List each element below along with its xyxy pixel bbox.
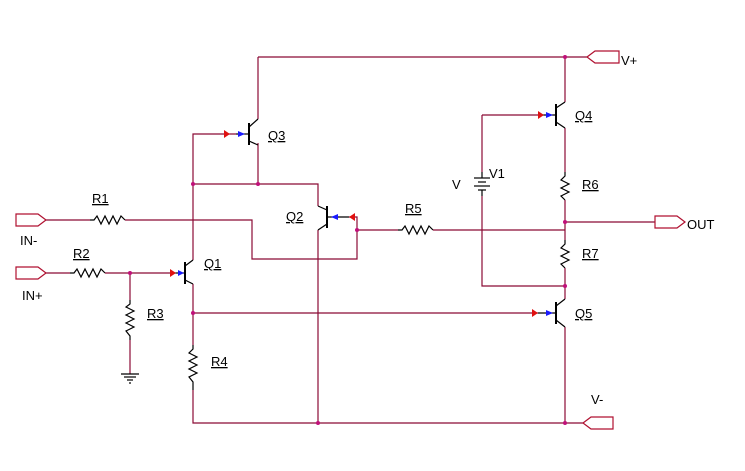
- junction-dot: [563, 220, 567, 224]
- resistor-r5[interactable]: R5: [398, 201, 434, 236]
- junction-dot: [563, 55, 567, 59]
- transistor-q2[interactable]: Q2: [286, 205, 355, 231]
- resistor-r4[interactable]: R4: [187, 345, 228, 390]
- source-value-label: V: [452, 177, 461, 192]
- wire-v1-bottom: [481, 196, 565, 287]
- port-vminus[interactable]: V-: [582, 392, 614, 430]
- wire-q3-base: [192, 133, 236, 184]
- resistor-label-r1: R1: [92, 191, 109, 206]
- resistor-label-r5: R5: [405, 201, 422, 216]
- port-label-in-plus: IN+: [22, 288, 43, 303]
- resistor-r2[interactable]: R2: [70, 246, 106, 279]
- junction-dot: [563, 284, 567, 288]
- junction-dot: [191, 311, 195, 315]
- junction-dot: [191, 182, 195, 186]
- resistor-r1[interactable]: R1: [90, 191, 126, 226]
- voltage-source-v1[interactable]: V V1: [452, 166, 505, 196]
- wires: [46, 56, 655, 424]
- transistor-label-q5: Q5: [575, 306, 592, 321]
- junction-dot: [316, 421, 320, 425]
- resistor-label-r2: R2: [73, 246, 90, 261]
- transistor-label-q4: Q4: [575, 108, 592, 123]
- junction-dot: [256, 182, 260, 186]
- ground-icon: [121, 373, 139, 384]
- port-label-vminus: V-: [591, 392, 603, 407]
- wire-node-a: [193, 183, 319, 206]
- transistor-q4[interactable]: Q4: [538, 101, 592, 129]
- source-name-label: V1: [489, 166, 505, 181]
- junction-dot: [355, 228, 359, 232]
- resistor-r3[interactable]: R3: [124, 300, 164, 340]
- junction-dot: [128, 271, 132, 275]
- junctions: [128, 55, 567, 425]
- transistor-label-q2: Q2: [286, 209, 303, 224]
- wire-r4-bottom: [192, 390, 565, 424]
- resistor-r6[interactable]: R6: [559, 172, 599, 201]
- resistor-label-r4: R4: [211, 354, 228, 369]
- transistor-q3[interactable]: Q3: [224, 118, 285, 146]
- port-out[interactable]: OUT: [654, 215, 715, 232]
- resistor-label-r3: R3: [147, 306, 164, 321]
- wire-r1-right: [125, 216, 358, 260]
- port-label-in-minus: IN-: [20, 233, 37, 248]
- port-in-minus[interactable]: IN-: [15, 213, 47, 248]
- junction-dot: [563, 421, 567, 425]
- port-in-plus[interactable]: IN+: [15, 266, 47, 303]
- transistor-label-q1: Q1: [204, 256, 221, 271]
- resistor-label-r7: R7: [582, 246, 599, 261]
- transistor-label-q3: Q3: [268, 128, 285, 143]
- transistor-q5[interactable]: Q5: [532, 298, 592, 328]
- resistor-label-r6: R6: [582, 177, 599, 192]
- port-label-vplus: V+: [621, 53, 637, 68]
- resistor-r7[interactable]: R7: [559, 240, 599, 269]
- port-label-out: OUT: [687, 217, 715, 232]
- transistor-q1[interactable]: Q1: [170, 256, 221, 285]
- port-vplus[interactable]: V+: [586, 50, 637, 68]
